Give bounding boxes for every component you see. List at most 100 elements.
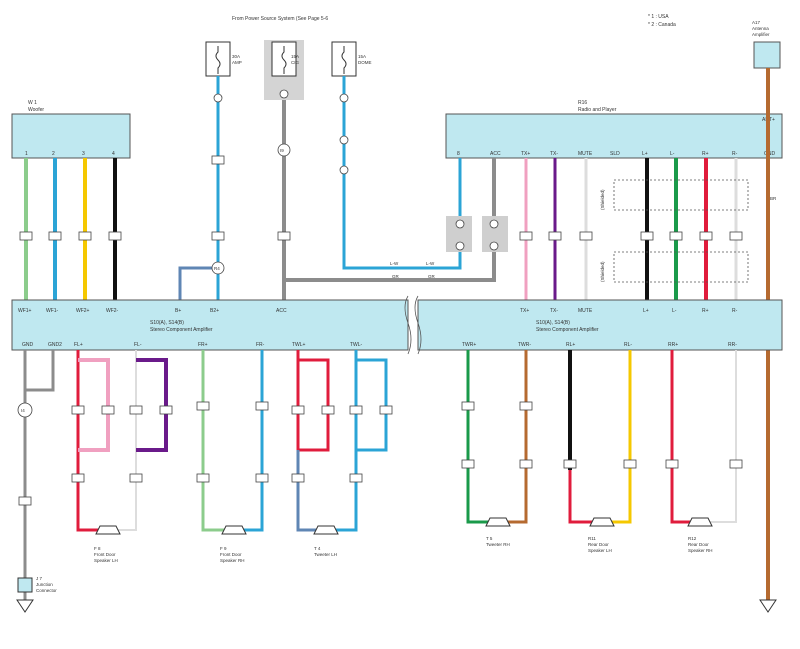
ground-icon bbox=[16, 599, 34, 613]
svg-text:MUTE: MUTE bbox=[578, 151, 593, 157]
connector-marks-bottom bbox=[18, 401, 743, 506]
svg-text:TX+: TX+ bbox=[520, 308, 529, 314]
amp-left-name: Stereo Component Amplifier bbox=[150, 327, 213, 333]
shielded-label-2: (Shielded) bbox=[600, 261, 605, 282]
svg-text:R12: R12 bbox=[688, 536, 697, 541]
svg-text:FL+: FL+ bbox=[74, 342, 83, 348]
svg-text:Speaker RH: Speaker RH bbox=[688, 548, 713, 553]
woofer-name: Woofer bbox=[28, 107, 44, 113]
svg-text:AMP: AMP bbox=[232, 60, 242, 65]
svg-text:T 4: T 4 bbox=[314, 546, 321, 551]
connector-marks-top bbox=[19, 89, 743, 251]
woofer-code: W 1 bbox=[28, 100, 37, 106]
amp-left-box bbox=[11, 299, 409, 351]
antenna-name: Antenna bbox=[752, 26, 769, 31]
node-r4: R4 bbox=[214, 266, 220, 271]
amp-left-bottom-pins: GND GND2 FL+ FL- FR+ FR- TWL+ TWL- bbox=[22, 342, 363, 348]
svg-text:RR-: RR- bbox=[728, 342, 737, 348]
svg-text:TX-: TX- bbox=[550, 308, 558, 314]
antenna-code: A17 bbox=[752, 20, 761, 25]
fuse-amp: 30A AMP bbox=[205, 41, 242, 77]
svg-text:R+: R+ bbox=[702, 308, 709, 314]
amp-right-box bbox=[417, 299, 783, 351]
svg-text:FR-: FR- bbox=[256, 342, 265, 348]
wire-gr1: GR bbox=[392, 274, 400, 279]
speaker-front-rh: F 9 Front Door Speaker RH bbox=[220, 525, 247, 563]
svg-text:RL-: RL- bbox=[624, 342, 632, 348]
svg-text:Speaker LH: Speaker LH bbox=[94, 558, 118, 563]
amp-left-top-pins: WF1+ WF1- WF2+ WF2- B+ B2+ ACC bbox=[18, 308, 287, 314]
svg-text:WF2-: WF2- bbox=[106, 308, 119, 314]
svg-text:B2+: B2+ bbox=[210, 308, 219, 314]
wire-gr2: GR bbox=[428, 274, 436, 279]
node-i4: I4 bbox=[21, 408, 25, 413]
svg-text:R-: R- bbox=[732, 151, 738, 157]
svg-text:TWR-: TWR- bbox=[518, 342, 531, 348]
svg-text:ACC: ACC bbox=[490, 151, 501, 157]
svg-text:TX+: TX+ bbox=[521, 151, 530, 157]
svg-text:B+: B+ bbox=[175, 308, 181, 314]
svg-text:ACC: ACC bbox=[276, 308, 287, 314]
svg-text:L-: L- bbox=[672, 308, 677, 314]
svg-text:Connector: Connector bbox=[36, 588, 57, 593]
svg-text:TWL+: TWL+ bbox=[292, 342, 306, 348]
svg-text:Tweeter LH: Tweeter LH bbox=[314, 552, 337, 557]
svg-text:Rear Door: Rear Door bbox=[588, 542, 609, 547]
radio-box bbox=[445, 113, 783, 159]
radio-code: R16 bbox=[578, 100, 587, 106]
ground-icon bbox=[759, 599, 777, 613]
svg-text:Junction: Junction bbox=[36, 582, 53, 587]
svg-text:15A: 15A bbox=[358, 54, 366, 59]
speaker-rear-lh: R11 Rear Door Speaker LH bbox=[588, 517, 615, 553]
svg-text:CIG: CIG bbox=[291, 60, 300, 65]
svg-text:Front Door: Front Door bbox=[94, 552, 116, 557]
svg-text:L+: L+ bbox=[642, 151, 648, 157]
svg-text:T 5: T 5 bbox=[486, 536, 493, 541]
svg-text:WF1-: WF1- bbox=[46, 308, 59, 314]
svg-text:8: 8 bbox=[457, 151, 460, 157]
amp-right-name: Stereo Component Amplifier bbox=[536, 327, 599, 333]
amp-right-top-pins: TX+ TX- MUTE L+ L- R+ R- bbox=[520, 308, 738, 314]
svg-text:F 8: F 8 bbox=[94, 546, 101, 551]
wire-br: BR bbox=[770, 196, 777, 201]
amp-left-code: S10(A), S14(B) bbox=[150, 320, 184, 326]
wire-lw2: L-W bbox=[426, 261, 435, 266]
wire-lw1: L-W bbox=[390, 261, 399, 266]
svg-text:F 9: F 9 bbox=[220, 546, 227, 551]
amp-right-code: S10(A), S14(B) bbox=[536, 320, 570, 326]
svg-text:GND: GND bbox=[22, 342, 34, 348]
svg-text:30A: 30A bbox=[232, 54, 240, 59]
shielded-label-1: (Shielded) bbox=[600, 189, 605, 210]
svg-text:RR+: RR+ bbox=[668, 342, 678, 348]
speaker-rear-rh: R12 Rear Door Speaker RH bbox=[687, 517, 713, 553]
svg-text:GND2: GND2 bbox=[48, 342, 62, 348]
svg-text:DOME: DOME bbox=[358, 60, 372, 65]
tweeter-rh: T 5 Tweeter RH bbox=[485, 517, 511, 547]
svg-text:4: 4 bbox=[112, 151, 115, 157]
svg-text:R-: R- bbox=[732, 308, 738, 314]
radio-name: Radio and Player bbox=[578, 107, 617, 113]
svg-text:MUTE: MUTE bbox=[578, 308, 593, 314]
svg-text:TWL-: TWL- bbox=[350, 342, 363, 348]
fuse-dome: 15A DOME bbox=[331, 41, 372, 77]
svg-text:Tweeter RH: Tweeter RH bbox=[486, 542, 510, 547]
svg-text:Rear Door: Rear Door bbox=[688, 542, 709, 547]
svg-text:Speaker LH: Speaker LH bbox=[588, 548, 612, 553]
speaker-front-lh: F 8 Front Door Speaker LH bbox=[94, 525, 121, 563]
svg-text:R+: R+ bbox=[702, 151, 709, 157]
svg-text:RL+: RL+ bbox=[566, 342, 575, 348]
svg-text:TX-: TX- bbox=[550, 151, 558, 157]
svg-text:Speaker RH: Speaker RH bbox=[220, 558, 245, 563]
svg-text:Front Door: Front Door bbox=[220, 552, 242, 557]
svg-text:TWR+: TWR+ bbox=[462, 342, 476, 348]
svg-text:1: 1 bbox=[25, 151, 28, 157]
svg-text:R11: R11 bbox=[588, 536, 596, 541]
woofer-box bbox=[11, 113, 131, 159]
svg-text:L-: L- bbox=[670, 151, 675, 157]
junction-connector: J 7 Junction Connector bbox=[17, 576, 57, 593]
svg-text:FL-: FL- bbox=[134, 342, 142, 348]
svg-text:15A: 15A bbox=[291, 54, 299, 59]
svg-text:L+: L+ bbox=[643, 308, 649, 314]
svg-text:WF1+: WF1+ bbox=[18, 308, 32, 314]
